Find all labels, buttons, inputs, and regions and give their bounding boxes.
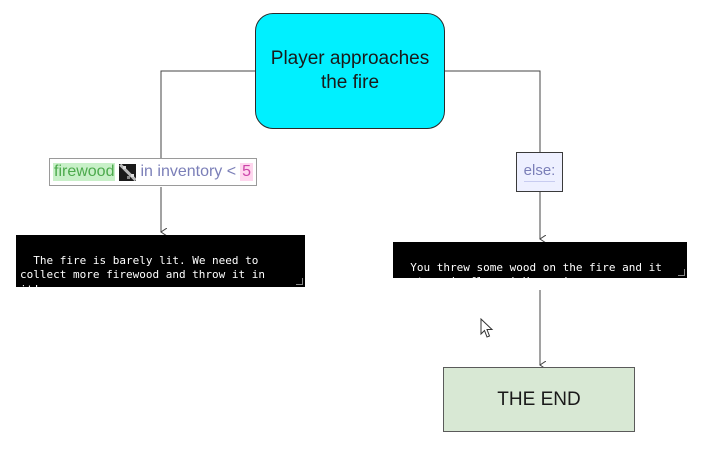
- else-node[interactable]: else:: [516, 152, 563, 192]
- else-node-label: else:: [523, 162, 556, 182]
- end-node[interactable]: THE END: [443, 367, 635, 432]
- text-node-left[interactable]: The fire is barely lit. We need to colle…: [16, 235, 305, 296]
- condition-operator: in inventory <: [140, 163, 237, 180]
- resize-handle-icon[interactable]: [678, 269, 685, 276]
- end-node-label: THE END: [497, 388, 581, 410]
- edge-start-to-else: [445, 70, 541, 152]
- start-node-label: Player approaches the fire: [270, 48, 430, 93]
- condition-value: 5: [240, 163, 253, 181]
- condition-node[interactable]: firewood in inventory < 5: [49, 158, 257, 186]
- text-node-left-content: The fire is barely lit. We need to colle…: [20, 253, 266, 296]
- start-node[interactable]: Player approaches the fire: [255, 13, 445, 129]
- mouse-cursor-icon: [480, 318, 494, 338]
- text-node-right-content: You threw some wood on the fire and it w…: [397, 260, 662, 289]
- edge-start-to-condition: [160, 70, 255, 158]
- firewood-item-icon: [119, 163, 137, 181]
- condition-variable: firewood: [53, 163, 116, 181]
- text-node-right[interactable]: You threw some wood on the fire and it w…: [393, 242, 687, 288]
- resize-handle-icon[interactable]: [296, 278, 303, 285]
